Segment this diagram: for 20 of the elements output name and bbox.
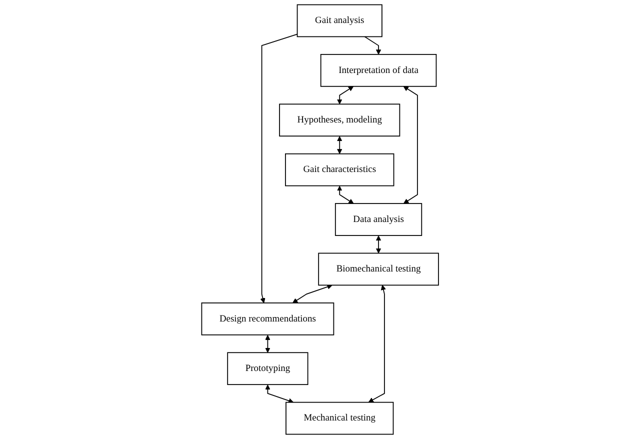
arrow (364, 36, 382, 55)
node-box: Prototyping (228, 352, 309, 386)
arrow (404, 86, 418, 204)
arrow (337, 136, 343, 154)
arrow (337, 186, 354, 204)
node-box: Gait characteristics (285, 153, 395, 186)
node-box: Mechanical testing (286, 402, 394, 435)
arrow (260, 34, 298, 304)
arrow (368, 284, 386, 402)
arrow (292, 284, 333, 304)
arrow (266, 384, 294, 404)
node-box: Gait analysis (297, 4, 383, 38)
node-box: Interpretation of data (320, 54, 438, 87)
arrow (266, 334, 271, 353)
node-box: Hypotheses, modeling (280, 104, 401, 137)
node-box: Design recommendations (202, 302, 335, 336)
node-box: Biomechanical testing (318, 252, 440, 286)
arrow (337, 86, 354, 104)
arrow (376, 235, 382, 254)
node-box: Data analysis (335, 203, 422, 236)
